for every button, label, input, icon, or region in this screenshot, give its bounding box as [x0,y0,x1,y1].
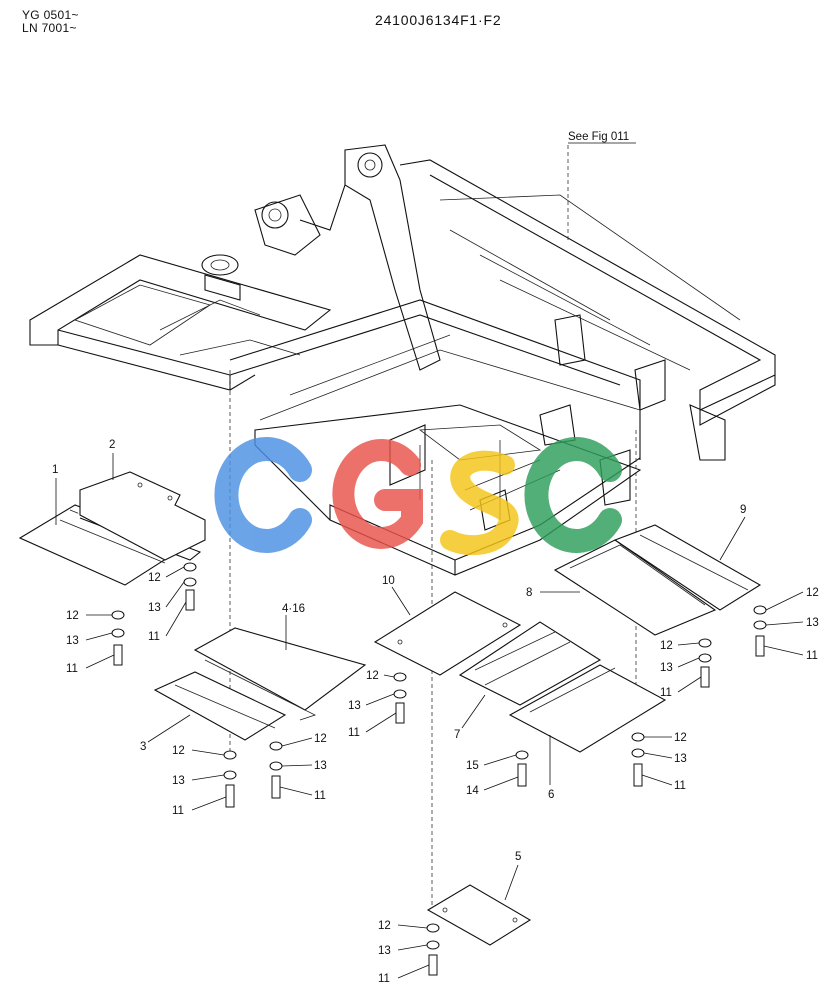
callout-10: 10 [382,575,395,587]
callout-12: 12 [674,732,687,744]
see-fig-reference: See Fig 011 [568,131,629,143]
callout-12: 12 [378,920,391,932]
callout-labels: 1 2 3 4·16 5 6 7 8 9 10 12 13 11 12 13 1… [52,439,819,985]
callout-6: 6 [548,789,554,801]
callout-9: 9 [740,504,746,516]
watermark-letter-c-blue [214,437,312,553]
callout-13: 13 [66,635,79,647]
callout-15: 15 [466,760,479,772]
callout-13: 13 [378,945,391,957]
callout-13: 13 [148,602,161,614]
serial-range-ln: LN 7001~ [22,21,77,35]
cover-plate-4-16 [193,627,367,721]
callout-13: 13 [806,617,819,629]
watermark-letter-s-yellow [440,450,519,556]
callout-8: 8 [526,587,532,599]
callout-14: 14 [466,785,479,797]
callout-13: 13 [172,775,185,787]
callout-11: 11 [378,973,390,985]
callout-7: 7 [454,729,460,741]
cover-plate-9 [613,524,762,611]
callout-1: 1 [52,464,58,476]
drawing-number: 24100J6134F1·F2 [375,12,502,28]
callout-11: 11 [314,790,326,802]
callout-13: 13 [674,753,687,765]
callout-12: 12 [66,610,79,622]
leader-lines [55,453,804,979]
callout-11: 11 [348,727,360,739]
watermark-logo [214,437,622,556]
callout-13: 13 [348,700,361,712]
callout-11: 11 [806,650,818,662]
callout-11: 11 [674,780,686,792]
callout-12: 12 [314,733,327,745]
cover-plate-8 [553,539,717,636]
callout-4-16: 4·16 [282,603,305,615]
callout-11: 11 [660,687,672,699]
cover-plate-2 [79,471,206,561]
cover-plate-6 [508,664,667,753]
callout-12: 12 [660,640,673,652]
callout-12: 12 [148,572,161,584]
watermark-letter-c-green [524,437,622,553]
callout-12: 12 [806,587,819,599]
callout-2: 2 [109,439,115,451]
cover-plate-3 [153,671,287,741]
watermark-letter-g-red [332,438,423,549]
cover-plate-10 [373,591,522,676]
cover-plate-7 [458,621,602,706]
serial-range-yg: YG 0501~ [22,8,79,22]
callout-12: 12 [172,745,185,757]
callout-13: 13 [660,662,673,674]
callout-12: 12 [366,670,379,682]
callout-5: 5 [515,851,521,863]
callout-11: 11 [148,631,160,643]
callout-3: 3 [140,741,146,753]
callout-11: 11 [172,805,184,817]
cover-plate-5 [426,884,532,946]
callout-13: 13 [314,760,327,772]
callout-11: 11 [66,663,78,675]
